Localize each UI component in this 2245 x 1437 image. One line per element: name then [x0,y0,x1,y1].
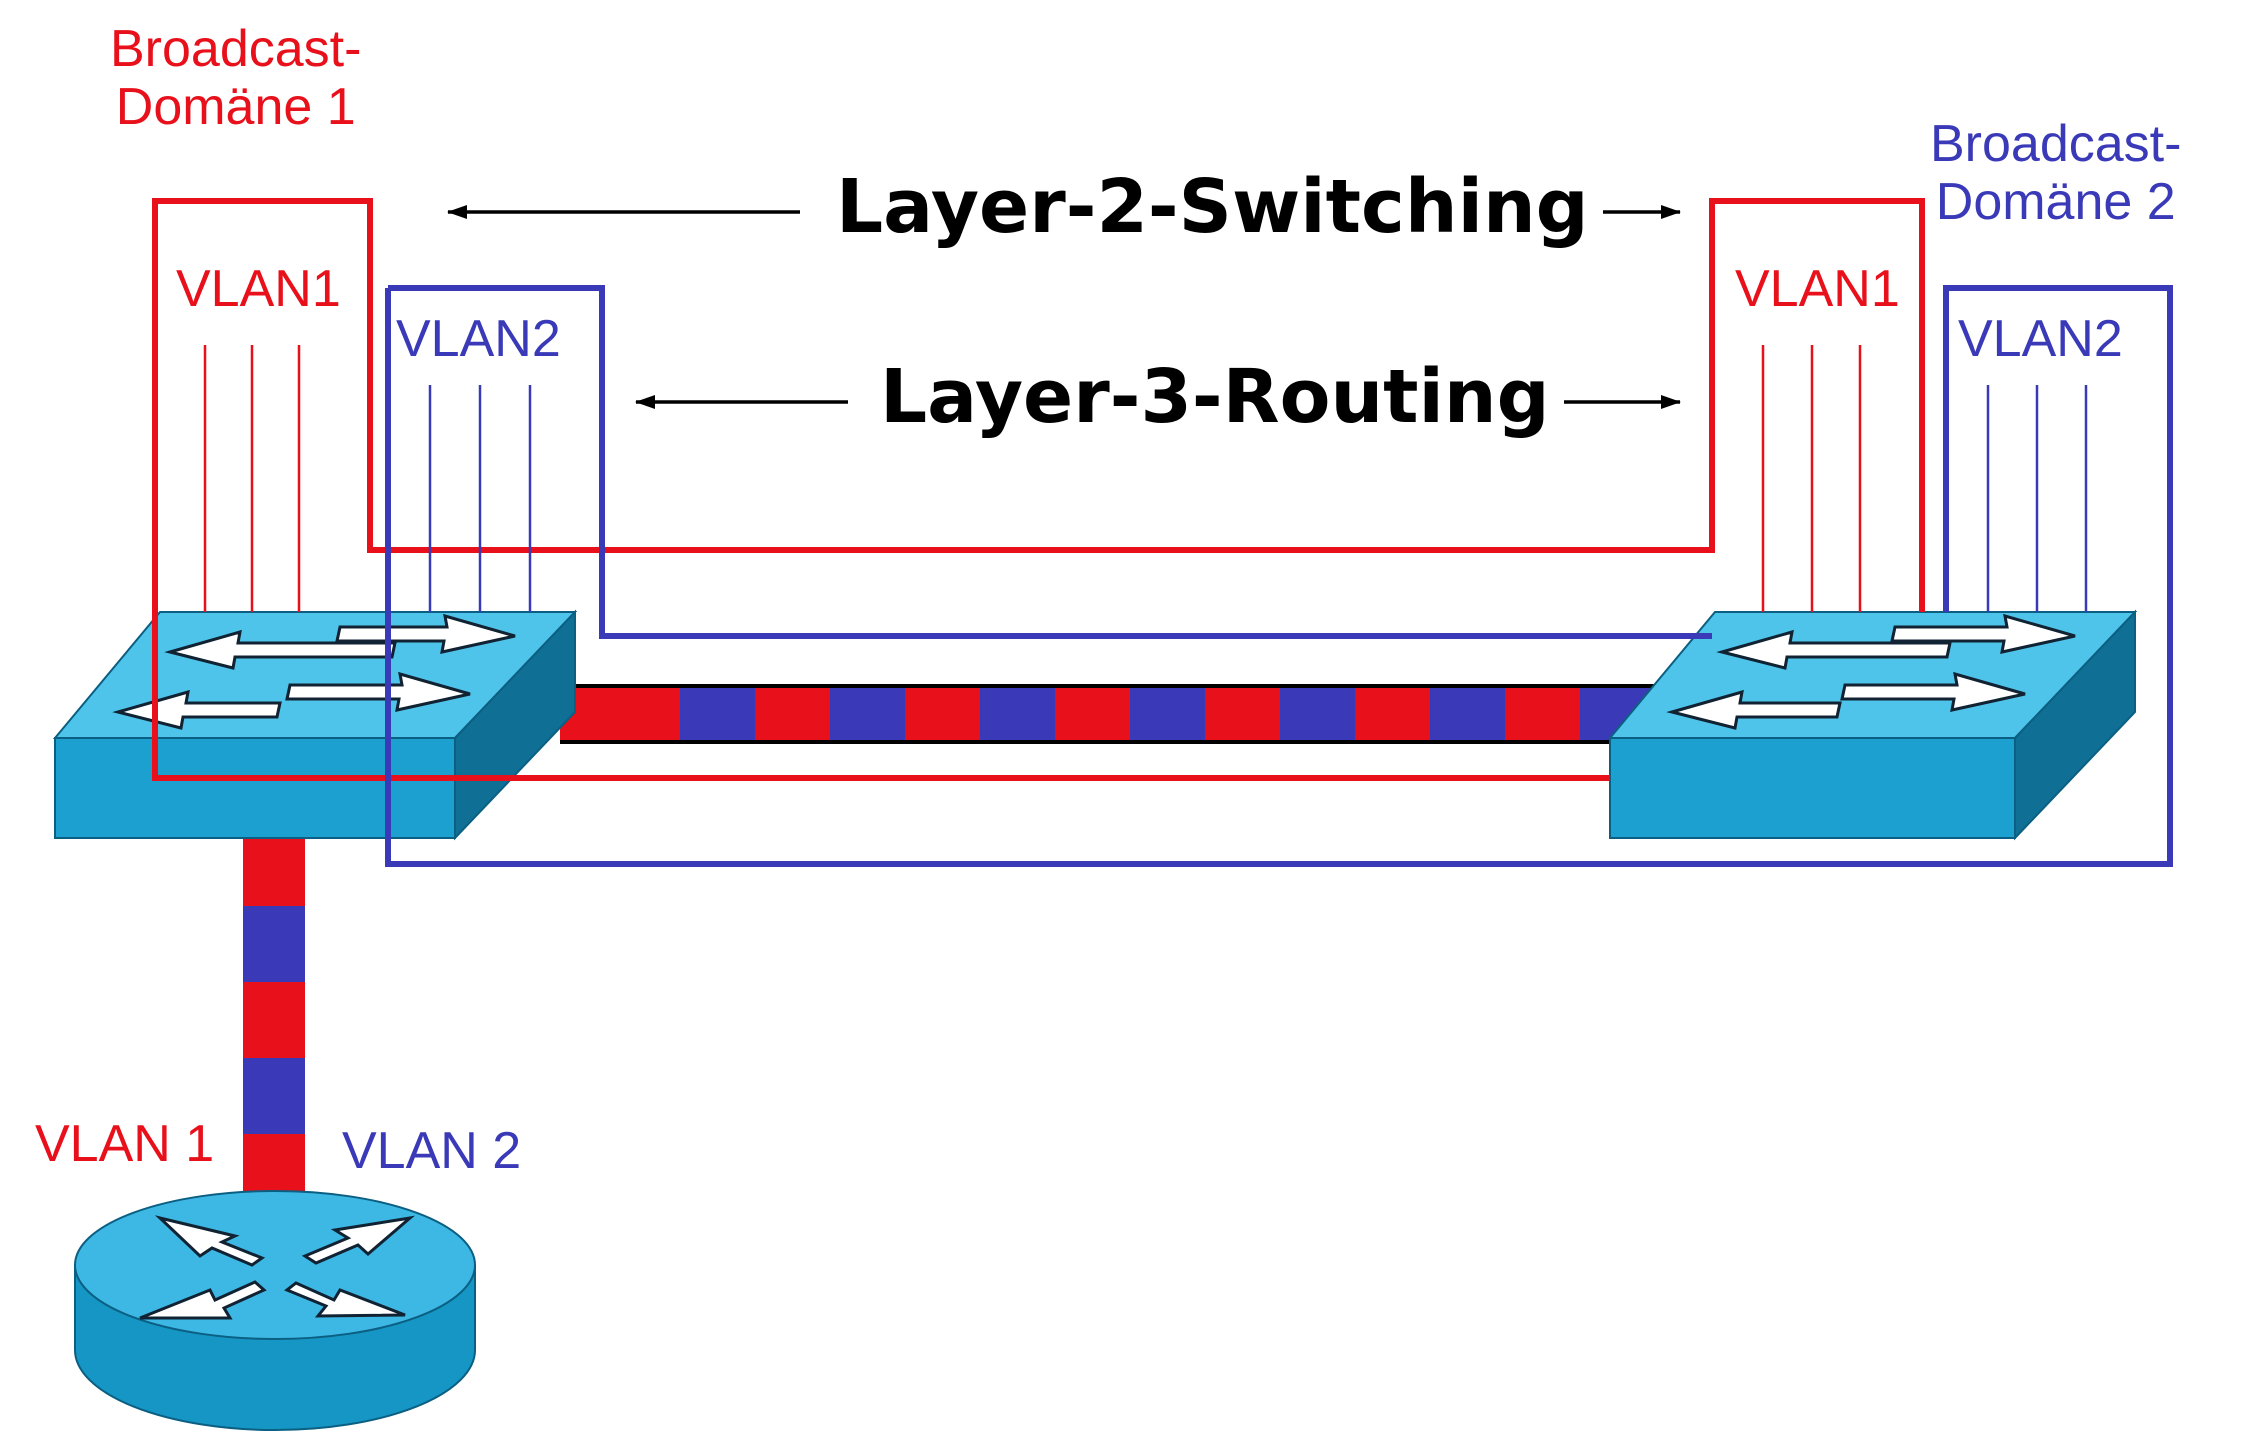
switch-trunk-link [560,684,1668,744]
broadcast-domain-1-line2: Domäne 1 [115,78,356,137]
right-vlan1-ports [1761,345,1862,612]
trunk-vlan2-segment [980,688,1055,740]
vlan2-domain-outline [388,285,1712,639]
right-vlan1-label: VLAN1 [1735,260,1900,318]
left-vlan1-ports [203,345,301,612]
trunk-vlan2-segment [830,688,905,740]
broadcast-domain-1-label: Broadcast- Domäne 1 [110,20,361,136]
broadcast-domain-1-line1: Broadcast- [110,20,362,78]
broadcast-domain-2-line1: Broadcast- [1930,115,2182,173]
left-vlan2-label: VLAN2 [396,310,561,368]
router-vlan1-label: VLAN 1 [35,1115,215,1173]
broadcast-domain-2-line2: Domäne 2 [1935,173,2176,232]
trunk-vlan2-segment [680,688,755,740]
switch-icon [1666,613,2076,730]
layer3-routing-heading: Layer-3-Routing [866,354,1564,440]
trunk-vlan2-segment [243,1058,305,1134]
layer2-switching-heading: Layer-2-Switching [822,164,1603,250]
router-vlan2-label: VLAN 2 [342,1122,522,1180]
router [74,1190,476,1431]
left-switch [52,609,578,841]
trunk-vlan2-segment [1430,688,1505,740]
trunk-vlan2-segment [1280,688,1355,740]
router-icon [139,1215,416,1320]
right-switch [1607,609,2138,841]
trunk-vlan2-segment [1130,688,1205,740]
vlan2-domain-outline-lower [385,285,2173,867]
trunk-vlan2-segment [243,906,305,982]
switch-icon [112,613,516,730]
left-vlan1-label: VLAN1 [176,260,341,318]
vlan1-domain-outline [152,198,1925,781]
router-trunk-link [243,826,305,1196]
right-vlan2-ports [1986,385,2088,612]
left-vlan2-ports [428,385,532,612]
right-vlan2-label: VLAN2 [1958,310,2123,368]
broadcast-domain-2-label: Broadcast- Domäne 2 [1930,115,2181,231]
